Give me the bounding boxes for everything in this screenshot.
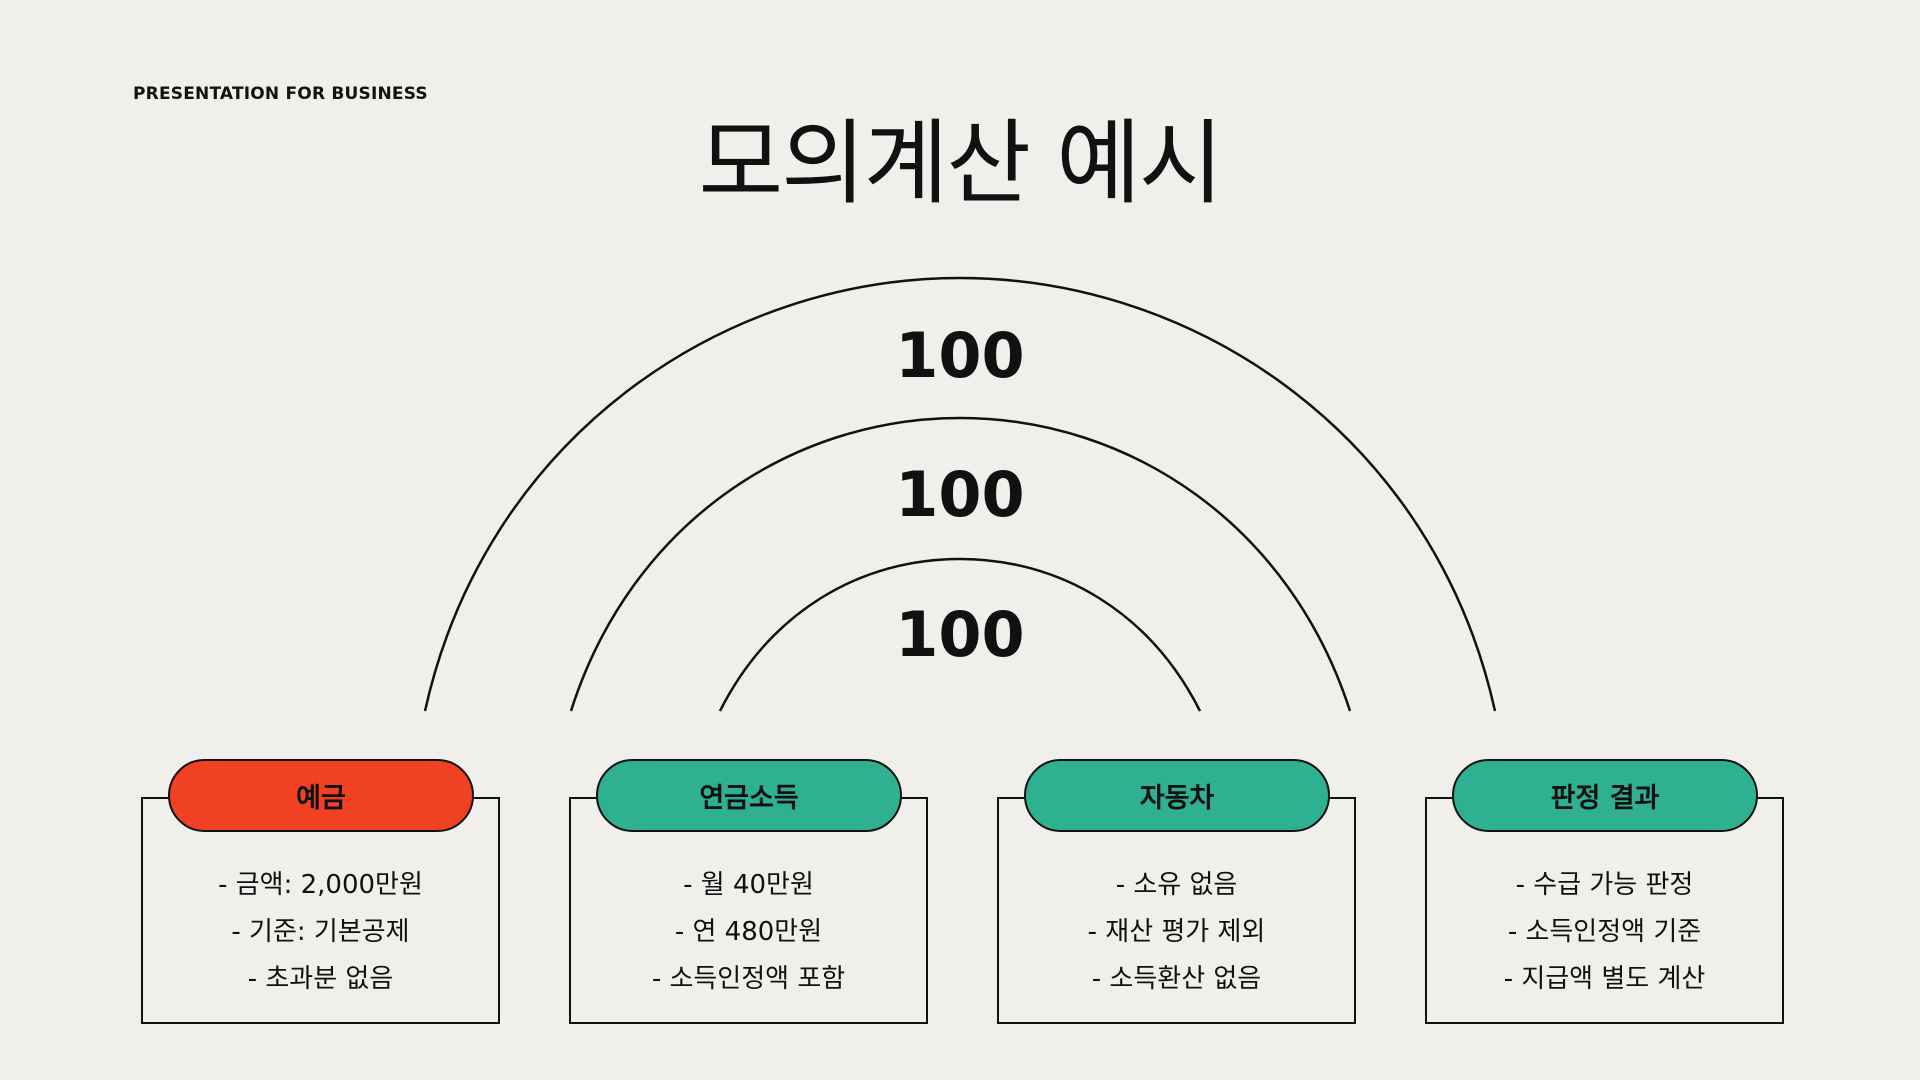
card-line: - 기준: 기본공제 bbox=[231, 917, 410, 947]
card-deposit: - 금액: 2,000만원 - 기준: 기본공제 - 초과분 없음 bbox=[141, 797, 500, 1024]
inner-arc-value: 100 bbox=[895, 598, 1025, 671]
card-line: - 지급액 별도 계산 bbox=[1503, 964, 1706, 994]
middle-arc bbox=[569, 416, 1352, 712]
inner-arc bbox=[718, 557, 1202, 712]
outer-arc-value: 100 bbox=[895, 319, 1025, 392]
outer-arc bbox=[423, 276, 1497, 712]
card-label-car: 자동차 bbox=[1024, 759, 1330, 832]
middle-arc-value: 100 bbox=[895, 458, 1025, 531]
card-line: - 초과분 없음 bbox=[247, 964, 394, 994]
card-line: - 재산 평가 제외 bbox=[1087, 917, 1266, 947]
card-line: - 연 480만원 bbox=[674, 917, 823, 947]
card-line: - 소득인정액 기준 bbox=[1507, 917, 1702, 947]
card-line: - 월 40만원 bbox=[683, 870, 814, 900]
card-label-deposit: 예금 bbox=[168, 759, 474, 832]
card-car: - 소유 없음 - 재산 평가 제외 - 소득환산 없음 bbox=[997, 797, 1356, 1024]
card-line: - 금액: 2,000만원 bbox=[218, 870, 423, 900]
card-line: - 수급 가능 판정 bbox=[1515, 870, 1694, 900]
page-title: 모의계산 예시 bbox=[698, 110, 1223, 217]
card-line: - 소득환산 없음 bbox=[1091, 964, 1262, 994]
card-line: - 소득인정액 포함 bbox=[651, 964, 846, 994]
card-label-result: 판정 결과 bbox=[1452, 759, 1758, 832]
card-line: - 소유 없음 bbox=[1115, 870, 1238, 900]
eyebrow-label: PRESENTATION FOR BUSINESS bbox=[133, 84, 428, 104]
card-label-pension-income: 연금소득 bbox=[596, 759, 902, 832]
